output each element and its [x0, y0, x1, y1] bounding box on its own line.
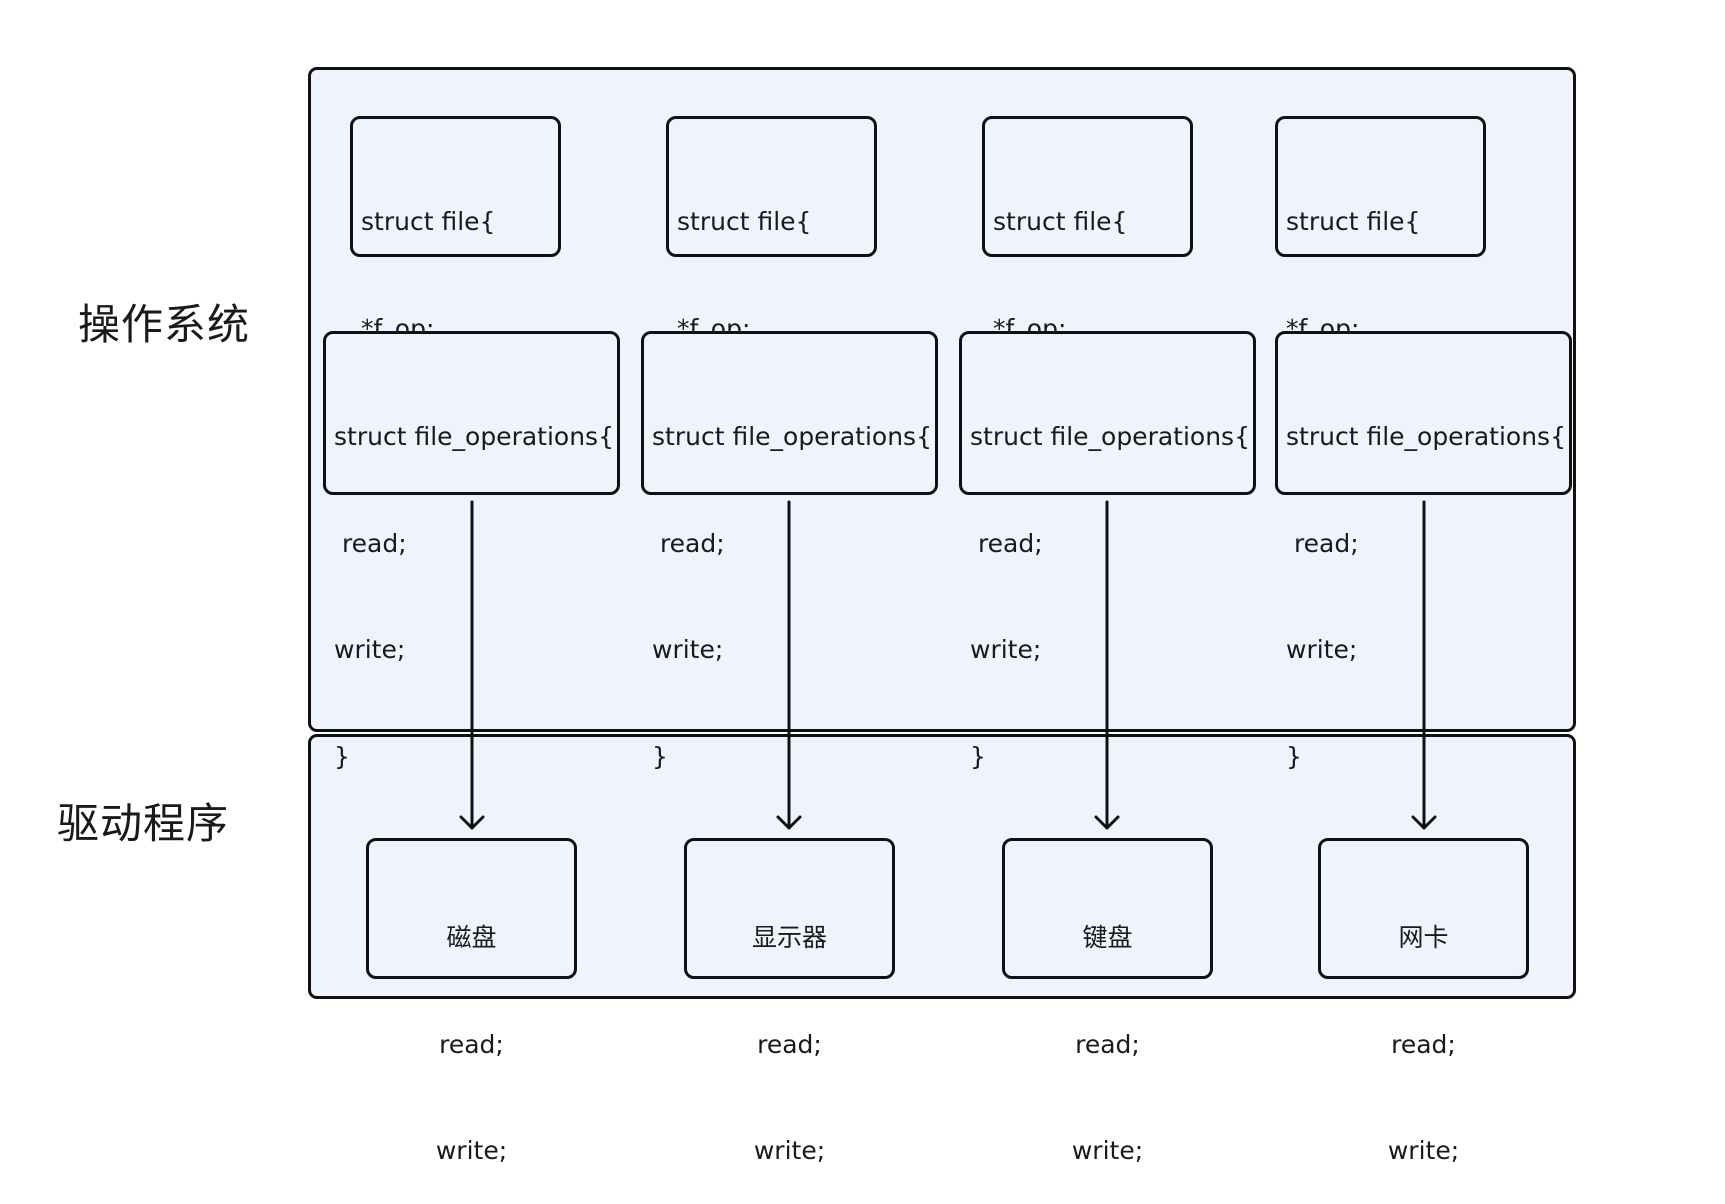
code-line: struct file{: [1286, 207, 1421, 236]
arrow-to-keyboard: [1094, 500, 1120, 830]
code-line: struct file_operations{: [652, 422, 932, 451]
code-line: read;: [334, 528, 407, 558]
os-layer-label: 操作系统: [78, 300, 251, 349]
driver-name: 显示器: [751, 923, 827, 952]
code-line: write;: [334, 635, 406, 664]
driver-name: 磁盘: [446, 923, 497, 952]
file-operations-box: struct file_operations{ read; write; }: [641, 331, 938, 771]
code-line: read;: [970, 528, 1043, 558]
code-line: read;: [652, 528, 725, 558]
code-line: read;: [1286, 528, 1359, 558]
code-line: write;: [1071, 1136, 1144, 1165]
driver-name: 网卡: [1398, 923, 1449, 952]
code-line: write;: [753, 1136, 826, 1165]
code-line: write;: [652, 635, 724, 664]
code-line: }: [334, 741, 350, 771]
driver-name: 键盘: [1082, 923, 1133, 952]
code-line: struct file_operations{: [334, 422, 614, 451]
code-line: read;: [439, 1029, 504, 1059]
arrow-to-display: [776, 500, 802, 830]
code-line: write;: [970, 635, 1042, 664]
file-struct-box: struct file{ *f_op; }: [982, 116, 1193, 449]
code-line: }: [1286, 741, 1302, 771]
code-line: write;: [435, 1136, 508, 1165]
code-line: struct file_operations{: [1286, 422, 1566, 451]
code-line: read;: [1075, 1029, 1140, 1059]
code-line: read;: [1391, 1029, 1456, 1059]
connector-arrows: [459, 500, 1437, 830]
file-operations-box: struct file_operations{ read; write; }: [1275, 331, 1572, 771]
code-line: write;: [1286, 635, 1358, 664]
code-line: struct file{: [993, 207, 1128, 236]
code-line: read;: [757, 1029, 822, 1059]
code-line: struct file_operations{: [970, 422, 1250, 451]
code-line: }: [970, 741, 986, 771]
code-line: struct file{: [677, 207, 812, 236]
code-line: struct file{: [361, 207, 496, 236]
arrow-to-network-card: [1411, 500, 1437, 830]
code-line: write;: [1387, 1136, 1460, 1165]
arrow-to-disk: [459, 500, 485, 830]
file-operations-box: struct file_operations{ read; write; }: [323, 331, 620, 771]
file-operations-box: struct file_operations{ read; write; }: [959, 331, 1256, 771]
code-line: }: [652, 741, 668, 771]
file-struct-box: struct file{ *f_op; }: [350, 116, 561, 449]
driver-layer-label: 驱动程序: [57, 799, 230, 848]
